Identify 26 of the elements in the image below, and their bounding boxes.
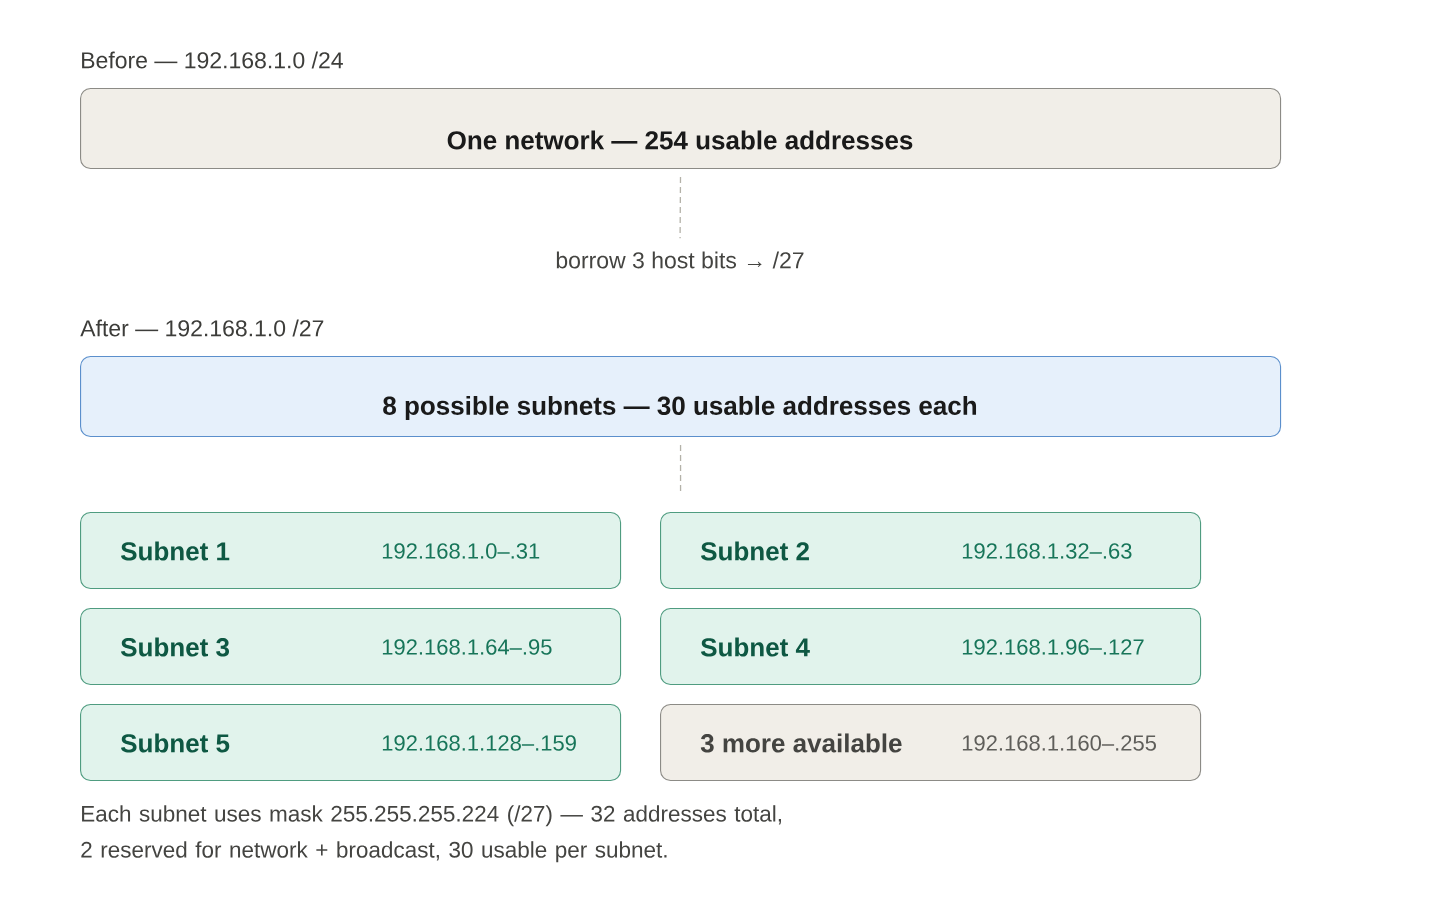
section-heading: Before — 192.168.1.0 /24: [82, 51, 343, 69]
address-range: 192.168.1.32–.63: [962, 543, 1132, 559]
annotation-text: borrow 3 host bits → /27: [556, 251, 804, 269]
address-range: 192.168.1.0–.31: [382, 543, 540, 559]
address-range: 192.168.1.64–.95: [382, 639, 552, 655]
caption-text: Each subnet uses mask 255.255.255.224 (/27) — 32 addresses total, 2 reserved for network + broadcast, 30 usable per subnet.: [81, 805, 781, 863]
subnet-box: [80, 608, 622, 686]
network-box: 8 possible subnets — 30 usable addresses each: [80, 356, 1282, 438]
subnet-box: [80, 512, 622, 590]
subnet-box: [660, 512, 1202, 590]
subnet-name: Subnet 4: [700, 637, 810, 657]
address-range: 192.168.1.96–.127: [962, 639, 1144, 655]
network-box: One network — 254 usable addresses: [80, 88, 1282, 170]
section-heading: After — 192.168.1.0 /27: [80, 319, 324, 337]
subnet-box: [660, 608, 1202, 686]
subnet-box: [80, 704, 622, 782]
subnet-name: Subnet 3: [120, 637, 230, 657]
subnet-name: 3 more available: [700, 733, 902, 753]
subnet-name: Subnet 5: [120, 733, 230, 753]
address-range: 192.168.1.160–.255: [962, 735, 1156, 751]
subnet-name: Subnet 1: [120, 541, 230, 561]
subnet-name: Subnet 2: [700, 541, 809, 561]
dashed-connector: [679, 444, 682, 494]
dashed-connector: [679, 176, 682, 239]
subnet-box: [660, 704, 1202, 782]
address-range: 192.168.1.128–.159: [382, 735, 576, 751]
